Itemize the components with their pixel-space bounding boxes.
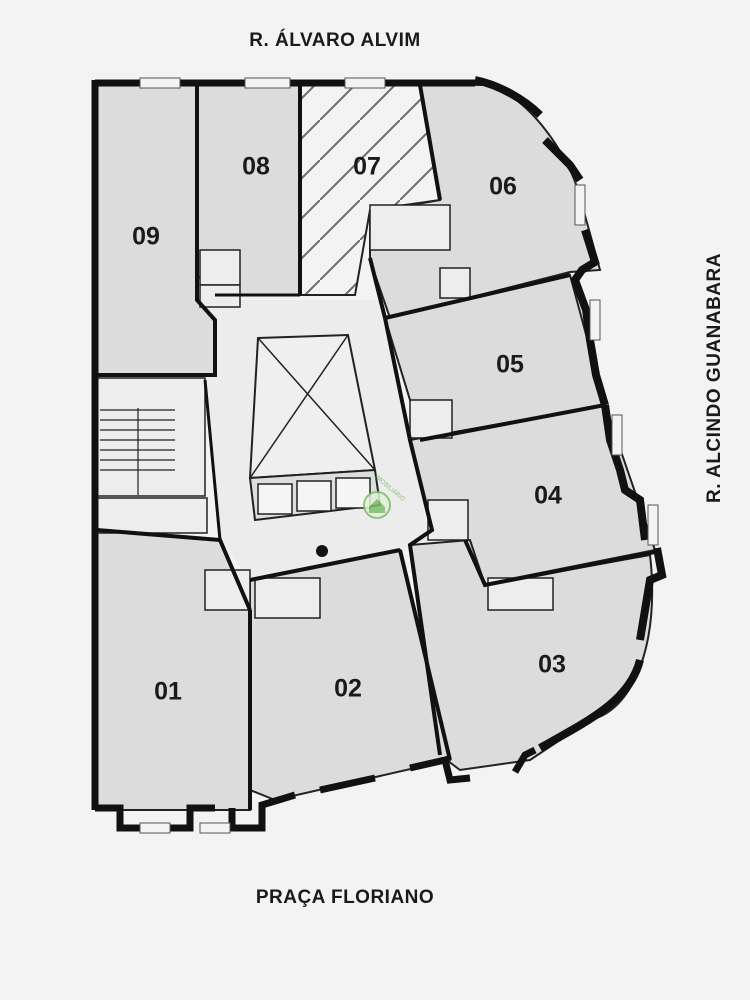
street-label-bottom: PRAÇA FLORIANO (255, 887, 435, 908)
walls (91, 76, 667, 832)
unit-label-05: 05 (496, 351, 524, 379)
unit-label-01: 01 (154, 678, 182, 706)
unit-label-08: 08 (242, 153, 270, 181)
unit-label-04: 04 (534, 482, 562, 510)
unit-label-03: 03 (538, 651, 566, 679)
street-label-top: R. ÁLVARO ALVIM (249, 30, 421, 51)
unit-label-02: 02 (334, 675, 362, 703)
unit-label-07: 07 (353, 153, 381, 181)
windows (139, 77, 659, 834)
unit-label-06: 06 (489, 173, 517, 201)
circulation-core (96, 333, 382, 557)
unit-label-09: 09 (132, 223, 160, 251)
column-marker (316, 545, 328, 557)
staircase (96, 377, 206, 497)
service-rooms (96, 204, 554, 619)
unit-labels: 09 08 07 06 05 04 03 02 01 (132, 153, 566, 706)
stair-treads (100, 408, 175, 495)
